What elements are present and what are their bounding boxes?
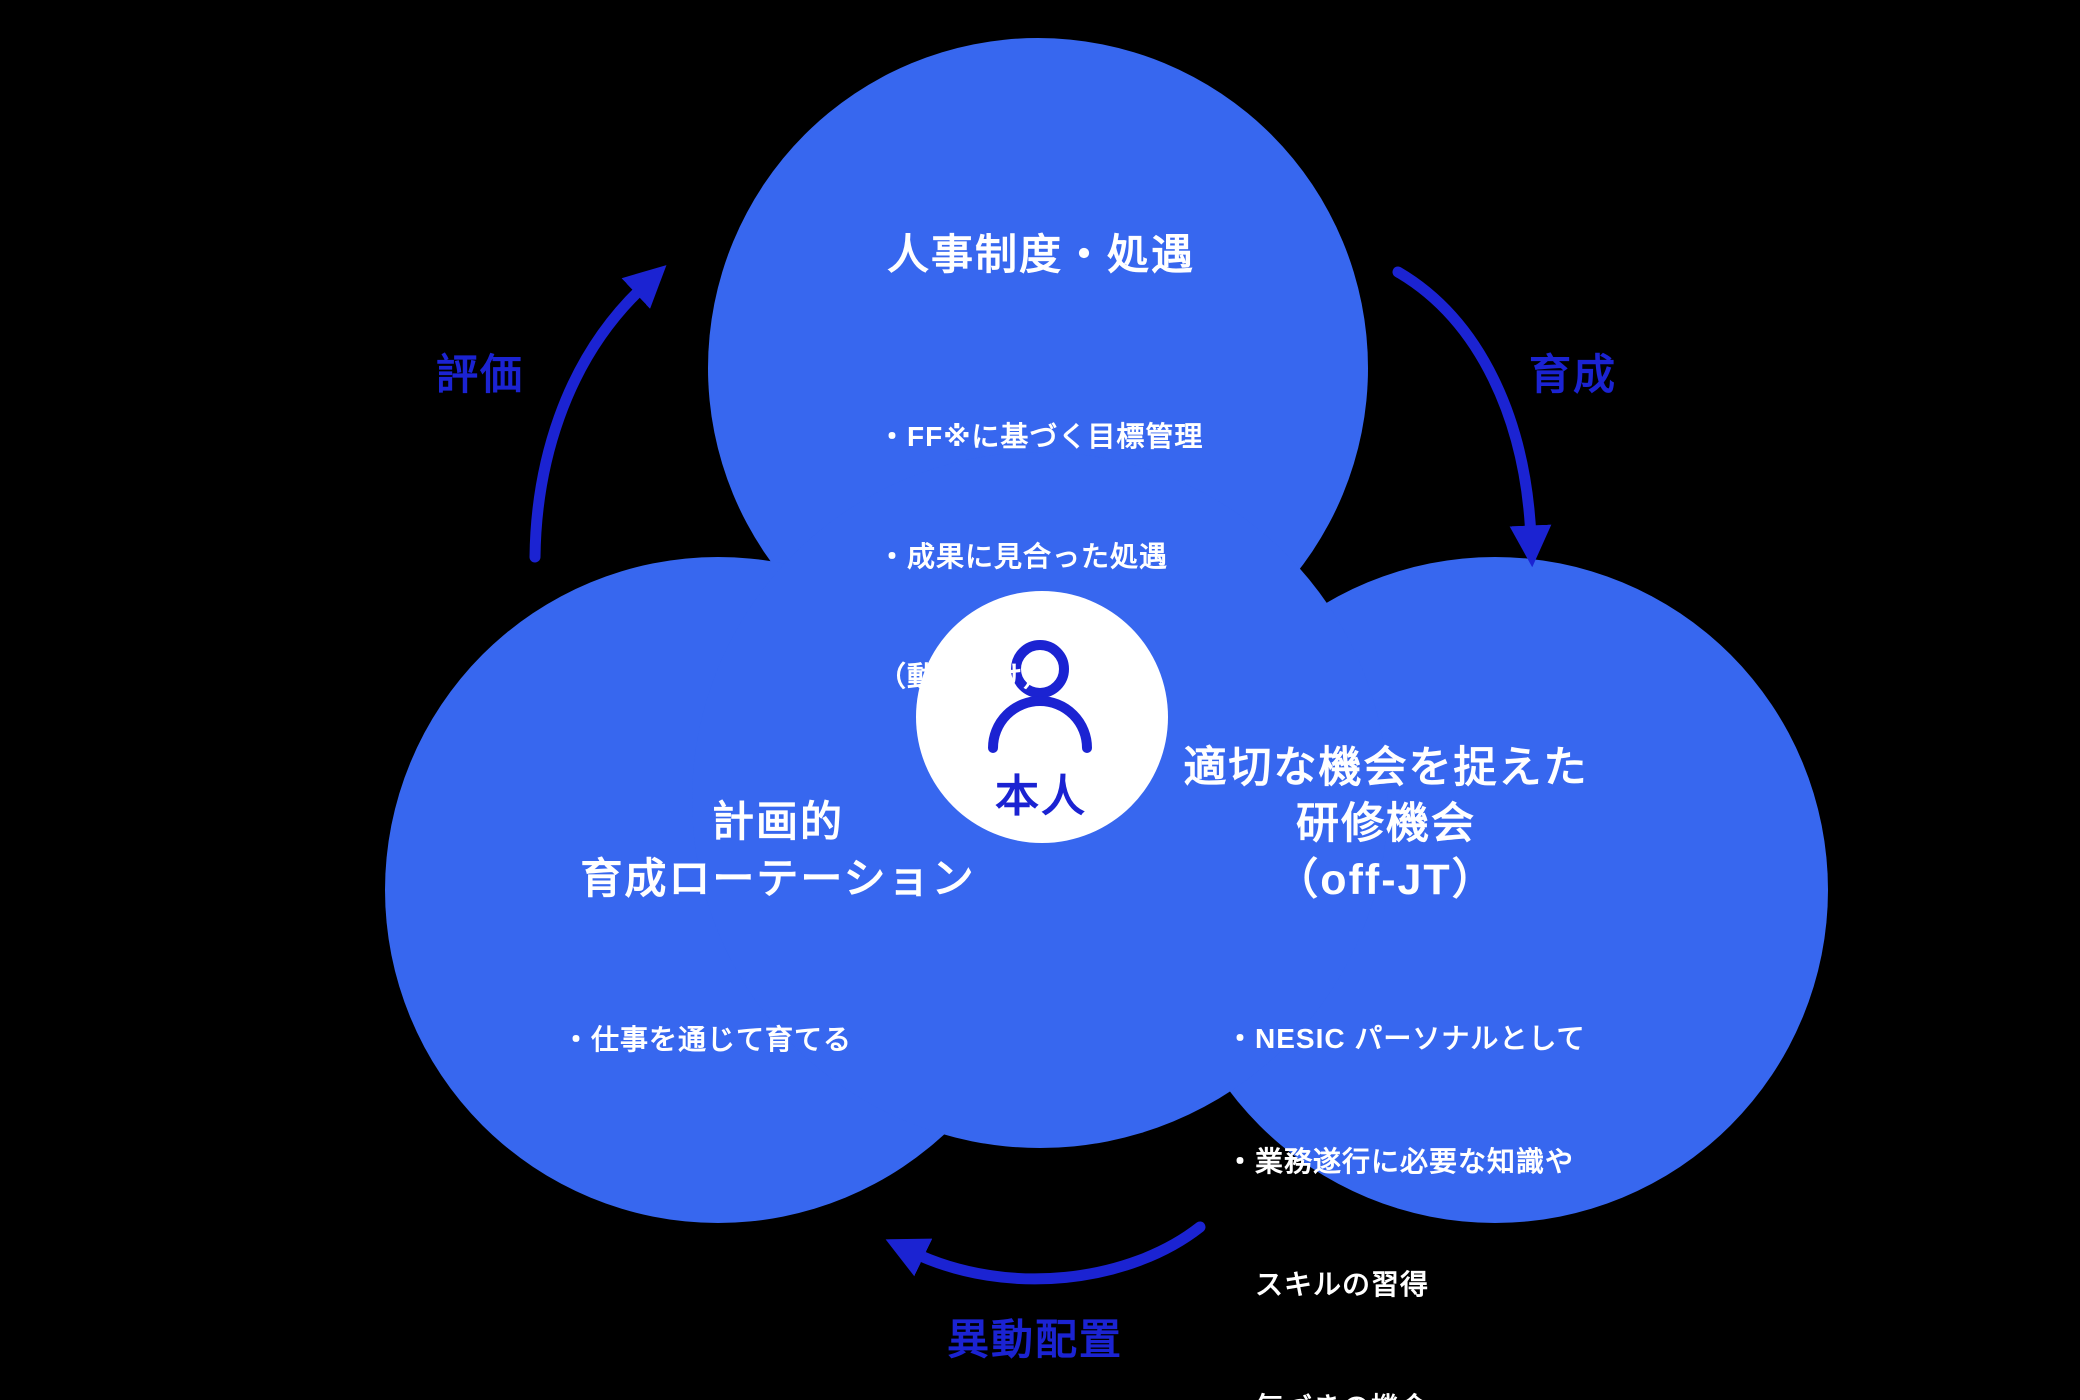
person-icon [988, 640, 1092, 753]
center-circle [916, 591, 1168, 843]
evaluation-arrow [529, 265, 667, 563]
relocation-arrow [885, 1221, 1206, 1285]
right-circle-bullets: ・NESIC パーソナルとして ・業務遂行に必要な知識や スキルの習得 ・気づき… [1226, 936, 1586, 1400]
top-circle-bullets: ・FF※に基づく目標管理 ・成果に見合った処遇 （動機づけ） [878, 337, 1203, 777]
center-person-label: 本人 [995, 772, 1087, 821]
right-bullet-3: スキルの習得 [1226, 1269, 1430, 1300]
left-bullet-1: ・仕事を通じて育てる [562, 1024, 853, 1055]
top-bullet-3: （動機づけ） [878, 661, 1053, 692]
development-arrow-label: 育成 [1528, 351, 1618, 398]
top-circle-title: 人事制度・処遇 [886, 231, 1196, 278]
right-bullet-1: ・NESIC パーソナルとして [1226, 1023, 1586, 1054]
evaluation-arrow-label: 評価 [435, 351, 525, 398]
top-bullet-1: ・FF※に基づく目標管理 [878, 421, 1204, 452]
relocation-arrow-label: 異動配置 [946, 1316, 1124, 1363]
left-circle-title: 計画的 育成ローテーション [580, 798, 976, 902]
right-bullet-4: ・気づきの機会 [1226, 1387, 1586, 1400]
top-bullet-2: ・成果に見合った処遇 [878, 541, 1169, 572]
development-arrow [1392, 266, 1552, 568]
right-circle-title: 適切な機会を捉えた 研修機会 （off-JT） [1183, 744, 1589, 904]
right-bullet-2: ・業務遂行に必要な知識や [1226, 1146, 1575, 1177]
left-circle-bullets: ・仕事を通じて育てる [562, 940, 852, 1140]
